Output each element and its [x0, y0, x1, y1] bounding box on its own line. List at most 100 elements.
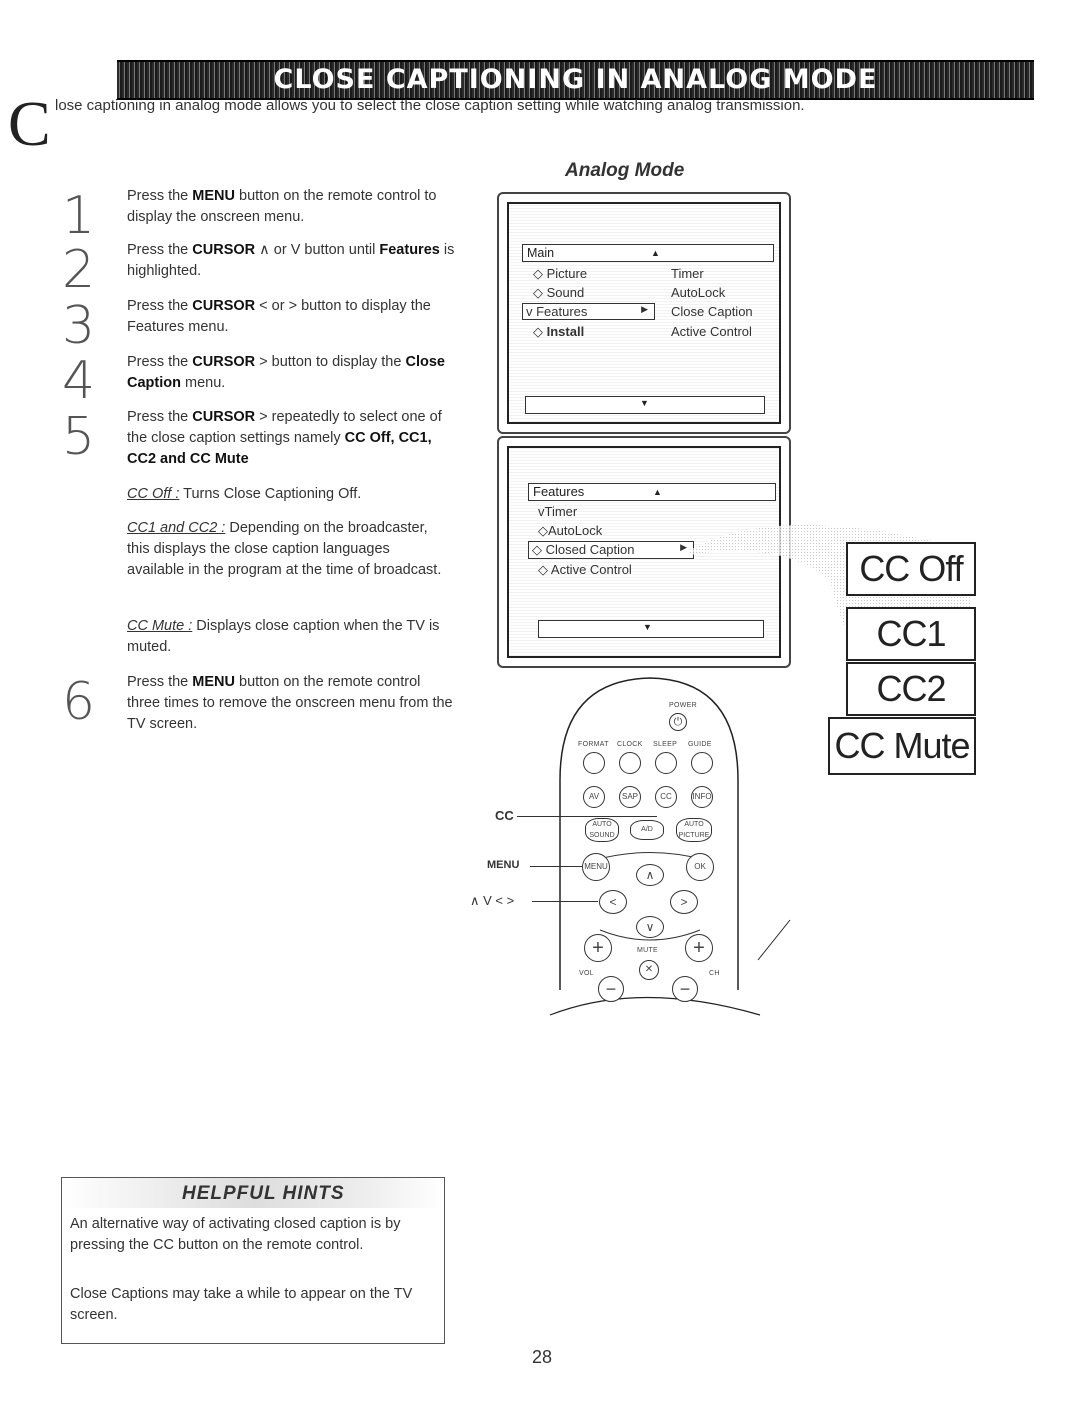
menu-header-label: Features	[533, 484, 585, 499]
tv-screen-features-menu: Features ▲ vTimer ◇AutoLock ◇ Closed Cap…	[497, 436, 791, 668]
cc1-box: CC1	[846, 607, 976, 661]
up-arrow-icon: ▲	[651, 248, 660, 258]
menu-header: Features ▲	[528, 483, 776, 501]
screen-display: Features ▲ vTimer ◇AutoLock ◇ Closed Cap…	[507, 446, 781, 658]
cc-off-box: CC Off	[846, 542, 976, 596]
definition-term: CC Mute :	[127, 618, 193, 634]
av-button[interactable]: AV	[583, 786, 605, 808]
analog-mode-title: Analog Mode	[565, 160, 685, 181]
step-number: 3	[62, 296, 96, 356]
definition-text: Depending on the broadcaster, this displ…	[127, 520, 442, 578]
ok-button[interactable]: OK	[686, 853, 714, 881]
sleep-button[interactable]	[655, 752, 677, 774]
down-arrow-icon: ▼	[640, 398, 649, 408]
right-arrow-icon: ▶	[680, 542, 687, 552]
channel-up-icon[interactable]: +	[685, 934, 713, 962]
hint-paragraph-2: Close Captions may take a while to appea…	[70, 1286, 413, 1323]
definition-text: Turns Close Captioning Off.	[179, 486, 362, 502]
sleep-label: SLEEP	[653, 741, 678, 748]
cursor-up-button[interactable]: ∧	[636, 864, 664, 886]
submenu-active-control: Active Control	[671, 324, 752, 339]
definition-text: Displays close caption when the TV is mu…	[127, 618, 440, 655]
cc2-box: CC2	[846, 662, 976, 716]
menu-item-closed-caption: ◇ Closed Caption	[532, 542, 635, 557]
step-text-run: Press the	[127, 674, 193, 690]
step-keyword: CURSOR	[192, 409, 256, 425]
definition-term: CC1 and CC2 :	[127, 520, 226, 536]
submenu-autolock: AutoLock	[671, 285, 726, 300]
cc-callout-label: CC	[495, 808, 514, 823]
format-button[interactable]	[583, 752, 605, 774]
step-6-text: Press the MENU button on the remote cont…	[127, 672, 457, 735]
step-text-run: Press the	[127, 188, 193, 204]
up-arrow-icon: ▲	[653, 487, 662, 497]
info-button[interactable]: INFO	[691, 786, 713, 808]
definition-cc-off: CC Off : Turns Close Captioning Off.	[127, 484, 447, 505]
power-icon[interactable]: ⏻	[669, 713, 687, 731]
menu-item-install: ◇ Install	[533, 324, 585, 339]
step-keyword: CURSOR	[192, 354, 256, 370]
step-keyword: Close Caption	[127, 354, 445, 391]
menu-item-timer: vTimer	[538, 504, 578, 519]
auto-picture-button[interactable]: AUTO PICTURE	[676, 818, 712, 842]
submenu-timer: Timer	[671, 266, 704, 281]
step-keyword: CURSOR	[192, 242, 256, 258]
cursor-callout-label: ∧ V < >	[470, 893, 515, 908]
guide-label: GUIDE	[688, 741, 712, 748]
intro-text: lose captioning in analog mode allows yo…	[55, 97, 805, 114]
step-text-run: Press the	[127, 242, 193, 258]
page-title: CLOSE CAPTIONING IN ANALOG MODE	[273, 64, 878, 95]
format-label: FORMAT	[578, 741, 609, 748]
step-text-run: button on the remote control three times…	[127, 674, 453, 732]
ch-label: CH	[709, 970, 720, 977]
menu-item-picture: ◇ Picture	[533, 266, 588, 281]
menu-header-label: Main	[527, 246, 555, 260]
cc-button[interactable]: CC	[655, 786, 677, 808]
menu-item-autolock: ◇AutoLock	[538, 523, 603, 538]
step-text-run: ∧ or V button until	[255, 242, 380, 258]
helpful-hints-header: HELPFUL HINTS	[62, 1178, 444, 1208]
step-text-run: > button to display the	[255, 354, 406, 370]
step-5-text: Press the CURSOR > repeatedly to select …	[127, 407, 447, 470]
cursor-left-button[interactable]: <	[599, 890, 627, 914]
tv-screen-main-menu: Main ▲ ◇ Picture ◇ Sound v Features ▶ ◇ …	[497, 192, 791, 434]
cc-mute-box: CC Mute	[828, 717, 976, 775]
menu-item-features: v Features	[526, 304, 588, 319]
definition-cc1-cc2: CC1 and CC2 : Depending on the broadcast…	[127, 518, 447, 581]
helpful-hints-title: HELPFUL HINTS	[182, 1183, 345, 1204]
step-text-run: Press the	[127, 298, 193, 314]
info-bar: ▼	[538, 620, 764, 638]
volume-down-icon[interactable]: −	[598, 976, 624, 1002]
step-3-text: Press the CURSOR < or > button to displa…	[127, 296, 457, 338]
channel-down-icon[interactable]: −	[672, 976, 698, 1002]
menu-callout-label: MENU	[487, 859, 520, 871]
clock-button[interactable]	[619, 752, 641, 774]
menu-item-sound: ◇ Sound	[533, 285, 585, 300]
step-4-text: Press the CURSOR > button to display the…	[127, 352, 457, 394]
definition-cc-mute: CC Mute : Displays close caption when th…	[127, 616, 452, 658]
definition-term: CC Off :	[127, 486, 180, 502]
ad-button[interactable]: A/D	[630, 820, 664, 840]
step-keyword: CURSOR	[192, 298, 256, 314]
down-arrow-icon: ▼	[643, 622, 652, 632]
cursor-right-button[interactable]: >	[670, 890, 698, 914]
submenu-close-caption: Close Caption	[671, 304, 753, 319]
clock-label: CLOCK	[617, 741, 643, 748]
step-text-run: button on the remote control to display …	[127, 188, 437, 225]
page-number: 28	[532, 1347, 553, 1367]
auto-sound-button[interactable]: AUTO SOUND	[585, 818, 619, 842]
vol-label: VOL	[579, 970, 594, 977]
menu-button[interactable]: MENU	[582, 853, 610, 881]
guide-button[interactable]	[691, 752, 713, 774]
sap-button[interactable]: SAP	[619, 786, 641, 808]
cursor-down-button[interactable]: ∨	[636, 916, 664, 938]
mute-icon[interactable]: ✕	[639, 960, 659, 980]
helpful-hints-box: HELPFUL HINTS An alternative way of acti…	[61, 1177, 445, 1344]
step-text-run: is highlighted.	[127, 242, 455, 279]
menu-callout-line	[530, 866, 583, 867]
hint-paragraph-1: An alternative way of activating closed …	[70, 1216, 401, 1253]
step-keyword: MENU	[192, 188, 235, 204]
volume-up-icon[interactable]: +	[584, 934, 612, 962]
step-1-text: Press the MENU button on the remote cont…	[127, 186, 457, 228]
step-text-run: menu.	[180, 375, 226, 391]
